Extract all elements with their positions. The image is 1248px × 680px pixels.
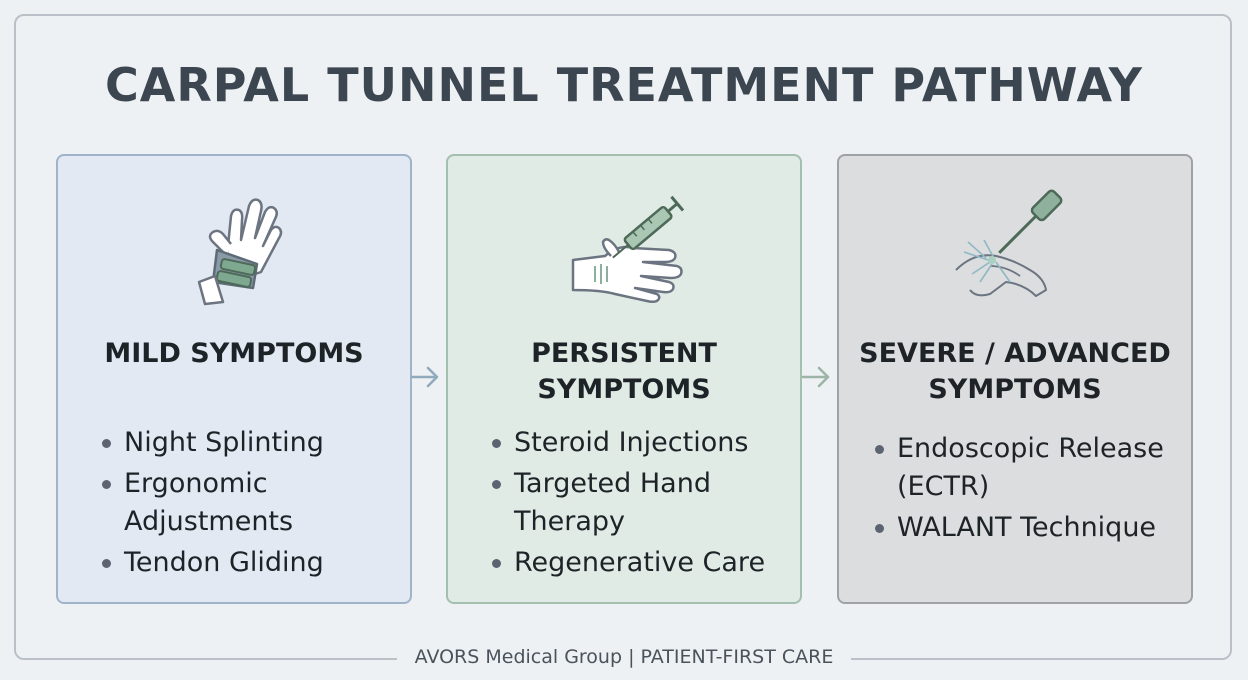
treatment-list: Endoscopic Release (ECTR) WALANT Techniq…	[871, 430, 1181, 550]
stage-title-line: PERSISTENT	[531, 338, 717, 369]
treatment-list: Steroid Injections Targeted Hand Therapy…	[488, 424, 788, 585]
list-item: Regenerative Care	[488, 544, 788, 582]
list-item: Targeted Hand Therapy	[488, 465, 788, 541]
arrow-right-icon	[801, 366, 830, 388]
footer: AVORS Medical Group | PATIENT-FIRST CARE	[0, 646, 1248, 668]
list-item: Steroid Injections	[488, 424, 788, 462]
list-item: WALANT Technique	[871, 509, 1181, 547]
stage-title-line: SEVERE / ADVANCED	[859, 338, 1171, 369]
list-item: Night Splinting	[98, 424, 398, 462]
arrow-right-icon	[410, 366, 439, 388]
stage-title: SEVERE / ADVANCED SYMPTOMS	[839, 336, 1191, 408]
list-item: Tendon Gliding	[98, 544, 398, 582]
list-item: Ergonomic Adjustments	[98, 465, 398, 541]
stage-title: PERSISTENT SYMPTOMS	[448, 336, 800, 408]
stage-title-line: MILD SYMPTOMS	[104, 338, 364, 369]
stage-title-line: SYMPTOMS	[928, 374, 1102, 405]
wrist-splint-icon	[58, 186, 410, 306]
stage-title-line: SYMPTOMS	[537, 374, 711, 405]
endoscope-wrist-icon	[839, 186, 1191, 306]
stage-card-severe: SEVERE / ADVANCED SYMPTOMS Endoscopic Re…	[837, 154, 1193, 604]
treatment-list: Night Splinting Ergonomic Adjustments Te…	[98, 424, 398, 585]
list-item: Endoscopic Release (ECTR)	[871, 430, 1181, 506]
stage-card-mild: MILD SYMPTOMS Night Splinting Ergonomic …	[56, 154, 412, 604]
syringe-hand-icon	[448, 186, 800, 306]
page-title: CARPAL TUNNEL TREATMENT PATHWAY	[105, 58, 1143, 112]
footer-text: AVORS Medical Group | PATIENT-FIRST CARE	[396, 646, 852, 668]
stage-title: MILD SYMPTOMS	[58, 336, 410, 372]
stage-card-persistent: PERSISTENT SYMPTOMS Steroid Injections T…	[446, 154, 802, 604]
